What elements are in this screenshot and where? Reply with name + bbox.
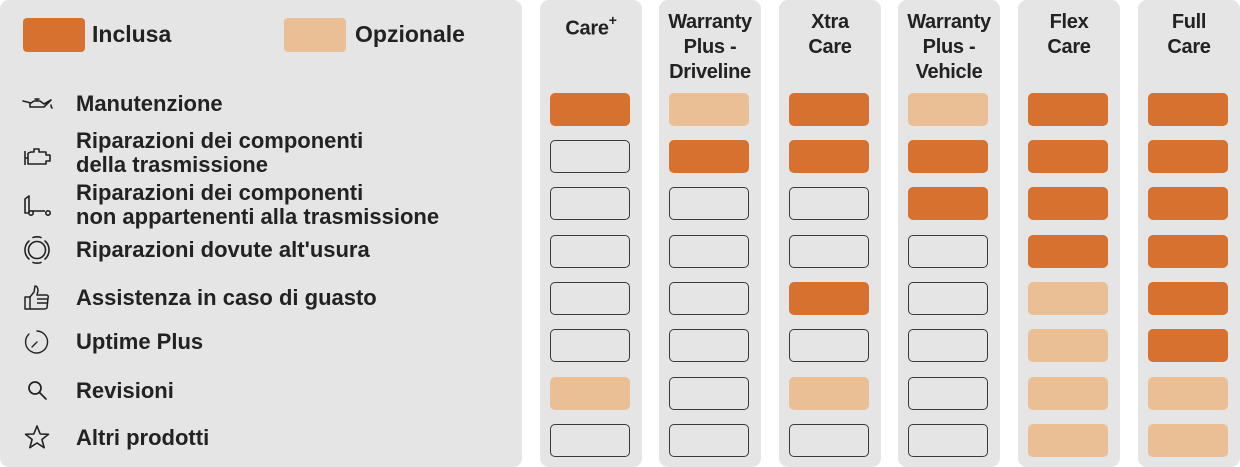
coverage-cell-none — [789, 235, 869, 268]
plan-name: Full Care — [1167, 11, 1211, 58]
coverage-cell-included — [1148, 329, 1228, 362]
coverage-cell-none — [908, 424, 988, 457]
coverage-cell-included — [789, 140, 869, 173]
coverage-cell-none — [789, 187, 869, 220]
plan-column-title: Flex Care — [1018, 10, 1120, 60]
row-label-altri: Altri prodotti — [76, 425, 210, 450]
plan-column-title: Warranty Plus - Vehicle — [898, 10, 1000, 85]
coverage-cell-included — [789, 93, 869, 126]
oil-can-icon — [20, 88, 54, 122]
plan-column: Warranty Plus - Vehicle — [898, 0, 1000, 467]
coverage-cell-none — [908, 282, 988, 315]
plan-name-superscript: + — [608, 12, 617, 28]
plan-name: Warranty Plus - Driveline — [668, 11, 752, 83]
coverage-cell-none — [550, 282, 630, 315]
legend-included-swatch — [23, 18, 85, 52]
coverage-cell-optional — [1028, 377, 1108, 410]
coverage-cell-included — [1028, 235, 1108, 268]
row-label-assistenza: Assistenza in caso di guasto — [76, 285, 377, 310]
coverage-cell-optional — [1028, 282, 1108, 315]
star-icon — [20, 421, 54, 455]
coverage-cell-none — [550, 140, 630, 173]
coverage-cell-none — [669, 377, 749, 410]
coverage-cell-included — [550, 93, 630, 126]
coverage-cell-included — [1028, 187, 1108, 220]
plan-column-title: Care+ — [540, 10, 642, 42]
row-label-manutenzione: Manutenzione — [76, 91, 223, 116]
plan-name: Xtra Care — [808, 11, 852, 58]
coverage-cell-optional — [550, 377, 630, 410]
magnifier-icon — [20, 374, 54, 408]
plan-column: Flex Care — [1018, 0, 1120, 467]
coverage-cell-included — [1148, 187, 1228, 220]
plan-column-title: Xtra Care — [779, 10, 881, 60]
coverage-cell-none — [908, 329, 988, 362]
coverage-cell-none — [550, 187, 630, 220]
coverage-cell-none — [550, 329, 630, 362]
coverage-cell-none — [908, 377, 988, 410]
coverage-cell-none — [550, 424, 630, 457]
coverage-cell-optional — [789, 377, 869, 410]
plan-name: Care — [565, 17, 609, 40]
coverage-cell-included — [1148, 140, 1228, 173]
feature-legend-panel: Inclusa Opzionale Manutenzione Riparazio… — [0, 0, 522, 467]
chassis-icon — [20, 187, 54, 221]
coverage-cell-included — [908, 187, 988, 220]
coverage-cell-included — [1148, 235, 1228, 268]
legend-included-label: Inclusa — [92, 21, 172, 47]
coverage-cell-included — [1028, 93, 1108, 126]
plan-column: Full Care — [1138, 0, 1240, 467]
coverage-cell-included — [1028, 140, 1108, 173]
row-label-non-trasmissione: Riparazioni dei componenti non appartene… — [76, 180, 440, 229]
plan-column: Care+ — [540, 0, 642, 467]
coverage-cell-none — [669, 424, 749, 457]
row-label-trasmissione: Riparazioni dei componenti della trasmis… — [76, 128, 364, 177]
legend-optional-swatch — [284, 18, 346, 52]
plan-name: Warranty Plus - Vehicle — [907, 11, 991, 83]
coverage-cell-optional — [669, 93, 749, 126]
engine-icon — [20, 140, 54, 174]
coverage-cell-included — [789, 282, 869, 315]
coverage-cell-included — [1148, 93, 1228, 126]
coverage-cell-included — [669, 140, 749, 173]
coverage-cell-none — [789, 329, 869, 362]
plan-column-title: Full Care — [1138, 10, 1240, 60]
coverage-cell-none — [789, 424, 869, 457]
coverage-cell-included — [908, 140, 988, 173]
coverage-cell-none — [669, 329, 749, 362]
coverage-cell-included — [1148, 282, 1228, 315]
legend-optional-label: Opzionale — [355, 21, 465, 47]
plan-column: Xtra Care — [779, 0, 881, 467]
coverage-cell-optional — [1028, 329, 1108, 362]
plan-name: Flex Care — [1047, 11, 1091, 58]
coverage-cell-none — [669, 187, 749, 220]
plan-column: Warranty Plus - Driveline — [659, 0, 761, 467]
plan-column-title: Warranty Plus - Driveline — [659, 10, 761, 85]
coverage-cell-none — [908, 235, 988, 268]
coverage-cell-none — [669, 282, 749, 315]
coverage-cell-none — [550, 235, 630, 268]
coverage-cell-optional — [908, 93, 988, 126]
brake-disc-icon — [20, 233, 54, 267]
row-label-revisioni: Revisioni — [76, 378, 174, 403]
coverage-cell-optional — [1148, 377, 1228, 410]
row-label-uptime: Uptime Plus — [76, 329, 204, 354]
coverage-cell-none — [669, 235, 749, 268]
coverage-cell-optional — [1028, 424, 1108, 457]
row-label-usura: Riparazioni dovute alt'usura — [76, 237, 370, 262]
coverage-cell-optional — [1148, 424, 1228, 457]
thumbs-up-icon — [20, 281, 54, 315]
clock-icon — [20, 325, 54, 359]
